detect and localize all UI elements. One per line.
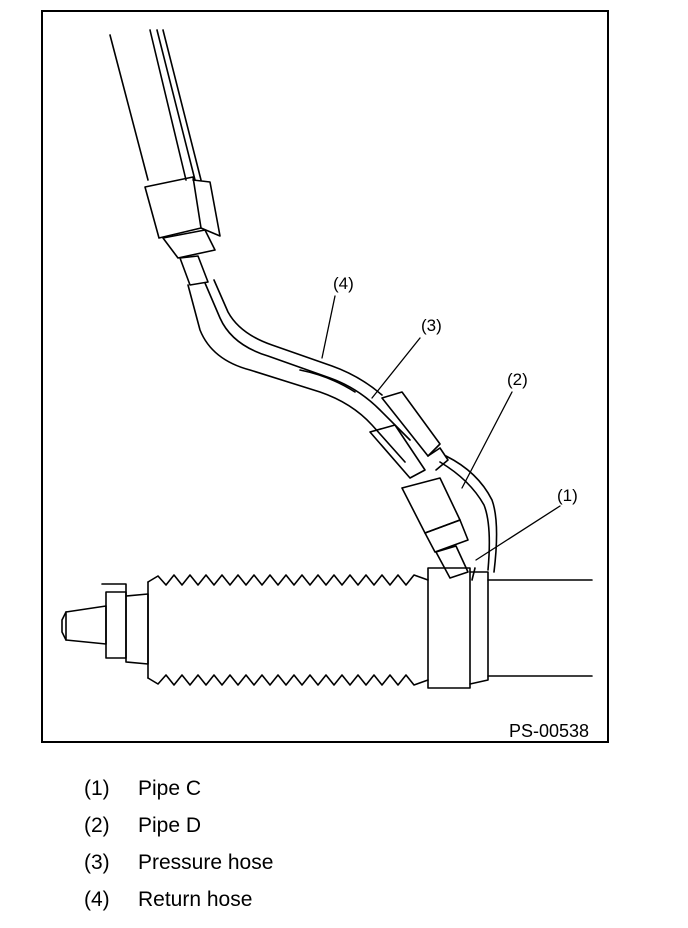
callout-4: (4) [333,274,354,293]
boot-bellows [147,574,429,686]
callout-2: (2) [507,370,528,389]
legend-label: Pipe D [138,813,202,837]
callout-3: (3) [421,316,442,335]
legend-number: (2) [84,813,110,837]
tie-rod-end [61,583,149,665]
legend: (1) Pipe C (2) Pipe D (3) Pressure hose … [84,770,484,918]
pressure-hose-fitting [369,391,449,479]
legend-number: (1) [84,776,110,800]
legend-item-pipe-d: (2) Pipe D [84,807,484,844]
legend-number: (4) [84,887,110,911]
legend-item-pressure-hose: (3) Pressure hose [84,844,484,881]
leader-lines [321,295,561,561]
callout-1: (1) [557,486,578,505]
pipe-c-fitting [401,477,469,579]
legend-item-pipe-c: (1) Pipe C [84,770,484,807]
legend-number: (3) [84,850,110,874]
hose-fitting-upper [144,176,221,286]
bent-pipes [187,279,411,463]
figure-code: PS-00538 [509,721,589,741]
figure-frame [41,10,609,743]
rack-housing [427,567,593,689]
legend-label: Pipe C [138,776,202,800]
pipe-d [439,455,498,573]
legend-label: Return hose [138,887,253,911]
upper-hoses [109,29,202,181]
legend-item-return-hose: (4) Return hose [84,881,484,918]
steering-diagram: (4) (3) (2) (1) PS-00538 [61,29,593,741]
legend-label: Pressure hose [138,850,274,874]
